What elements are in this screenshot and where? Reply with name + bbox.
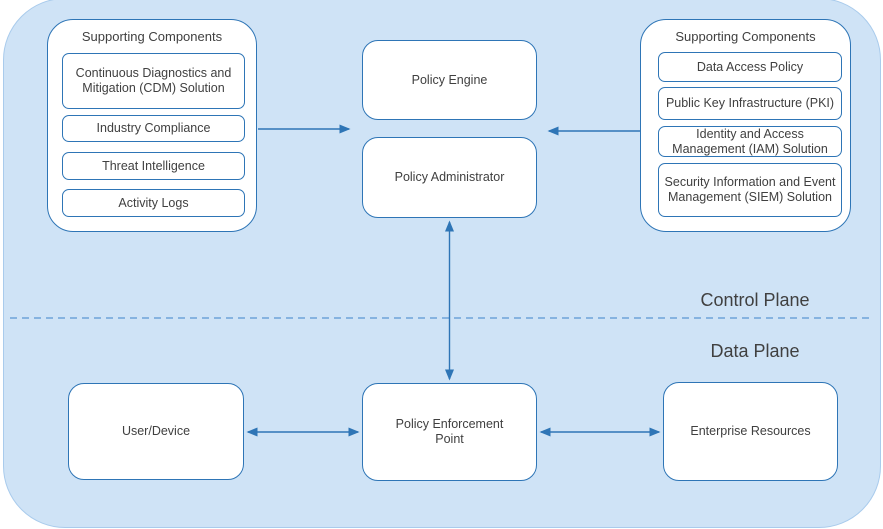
component-label: Data Access Policy	[696, 59, 804, 74]
component-label: Activity Logs	[118, 195, 189, 210]
data-plane-label: Data Plane	[710, 341, 800, 361]
node-label: Enterprise Resources	[690, 424, 811, 438]
control-plane-label: Control Plane	[700, 290, 810, 310]
left-panel-title: Supporting Components	[81, 29, 223, 44]
component-label: Continuous Diagnostics and Mitigation (C…	[75, 66, 232, 95]
policy-enforcement-point-node: Policy Enforcement Point	[362, 383, 537, 481]
user-device-node: User/Device	[68, 383, 244, 480]
component-label: Identity and Access Management (IAM) Sol…	[672, 126, 828, 156]
node-label: User/Device	[121, 424, 191, 438]
component-industry-compliance: Industry Compliance	[62, 115, 245, 142]
component-iam-solution: Identity and Access Management (IAM) Sol…	[658, 126, 842, 157]
policy-administrator-node: Policy Administrator	[362, 137, 537, 218]
right-panel-title: Supporting Components	[675, 29, 816, 44]
component-activity-logs: Activity Logs	[62, 189, 245, 217]
component-data-access-policy: Data Access Policy	[658, 52, 842, 82]
node-label: Policy Enforcement Point	[395, 417, 504, 446]
node-label: Policy Administrator	[394, 170, 505, 184]
component-label: Industry Compliance	[96, 121, 211, 135]
node-label: Policy Engine	[411, 72, 488, 87]
component-cdm-solution: Continuous Diagnostics and Mitigation (C…	[62, 53, 245, 109]
enterprise-resources-node: Enterprise Resources	[663, 382, 838, 481]
component-threat-intelligence: Threat Intelligence	[62, 152, 245, 180]
component-label: Threat Intelligence	[102, 158, 205, 173]
component-pki: Public Key Infrastructure (PKI)	[658, 87, 842, 120]
component-label: Security Information and Event Managemen…	[664, 175, 836, 204]
component-siem-solution: Security Information and Event Managemen…	[658, 163, 842, 217]
component-label: Public Key Infrastructure (PKI)	[665, 96, 835, 110]
policy-engine-node: Policy Engine	[362, 40, 537, 120]
